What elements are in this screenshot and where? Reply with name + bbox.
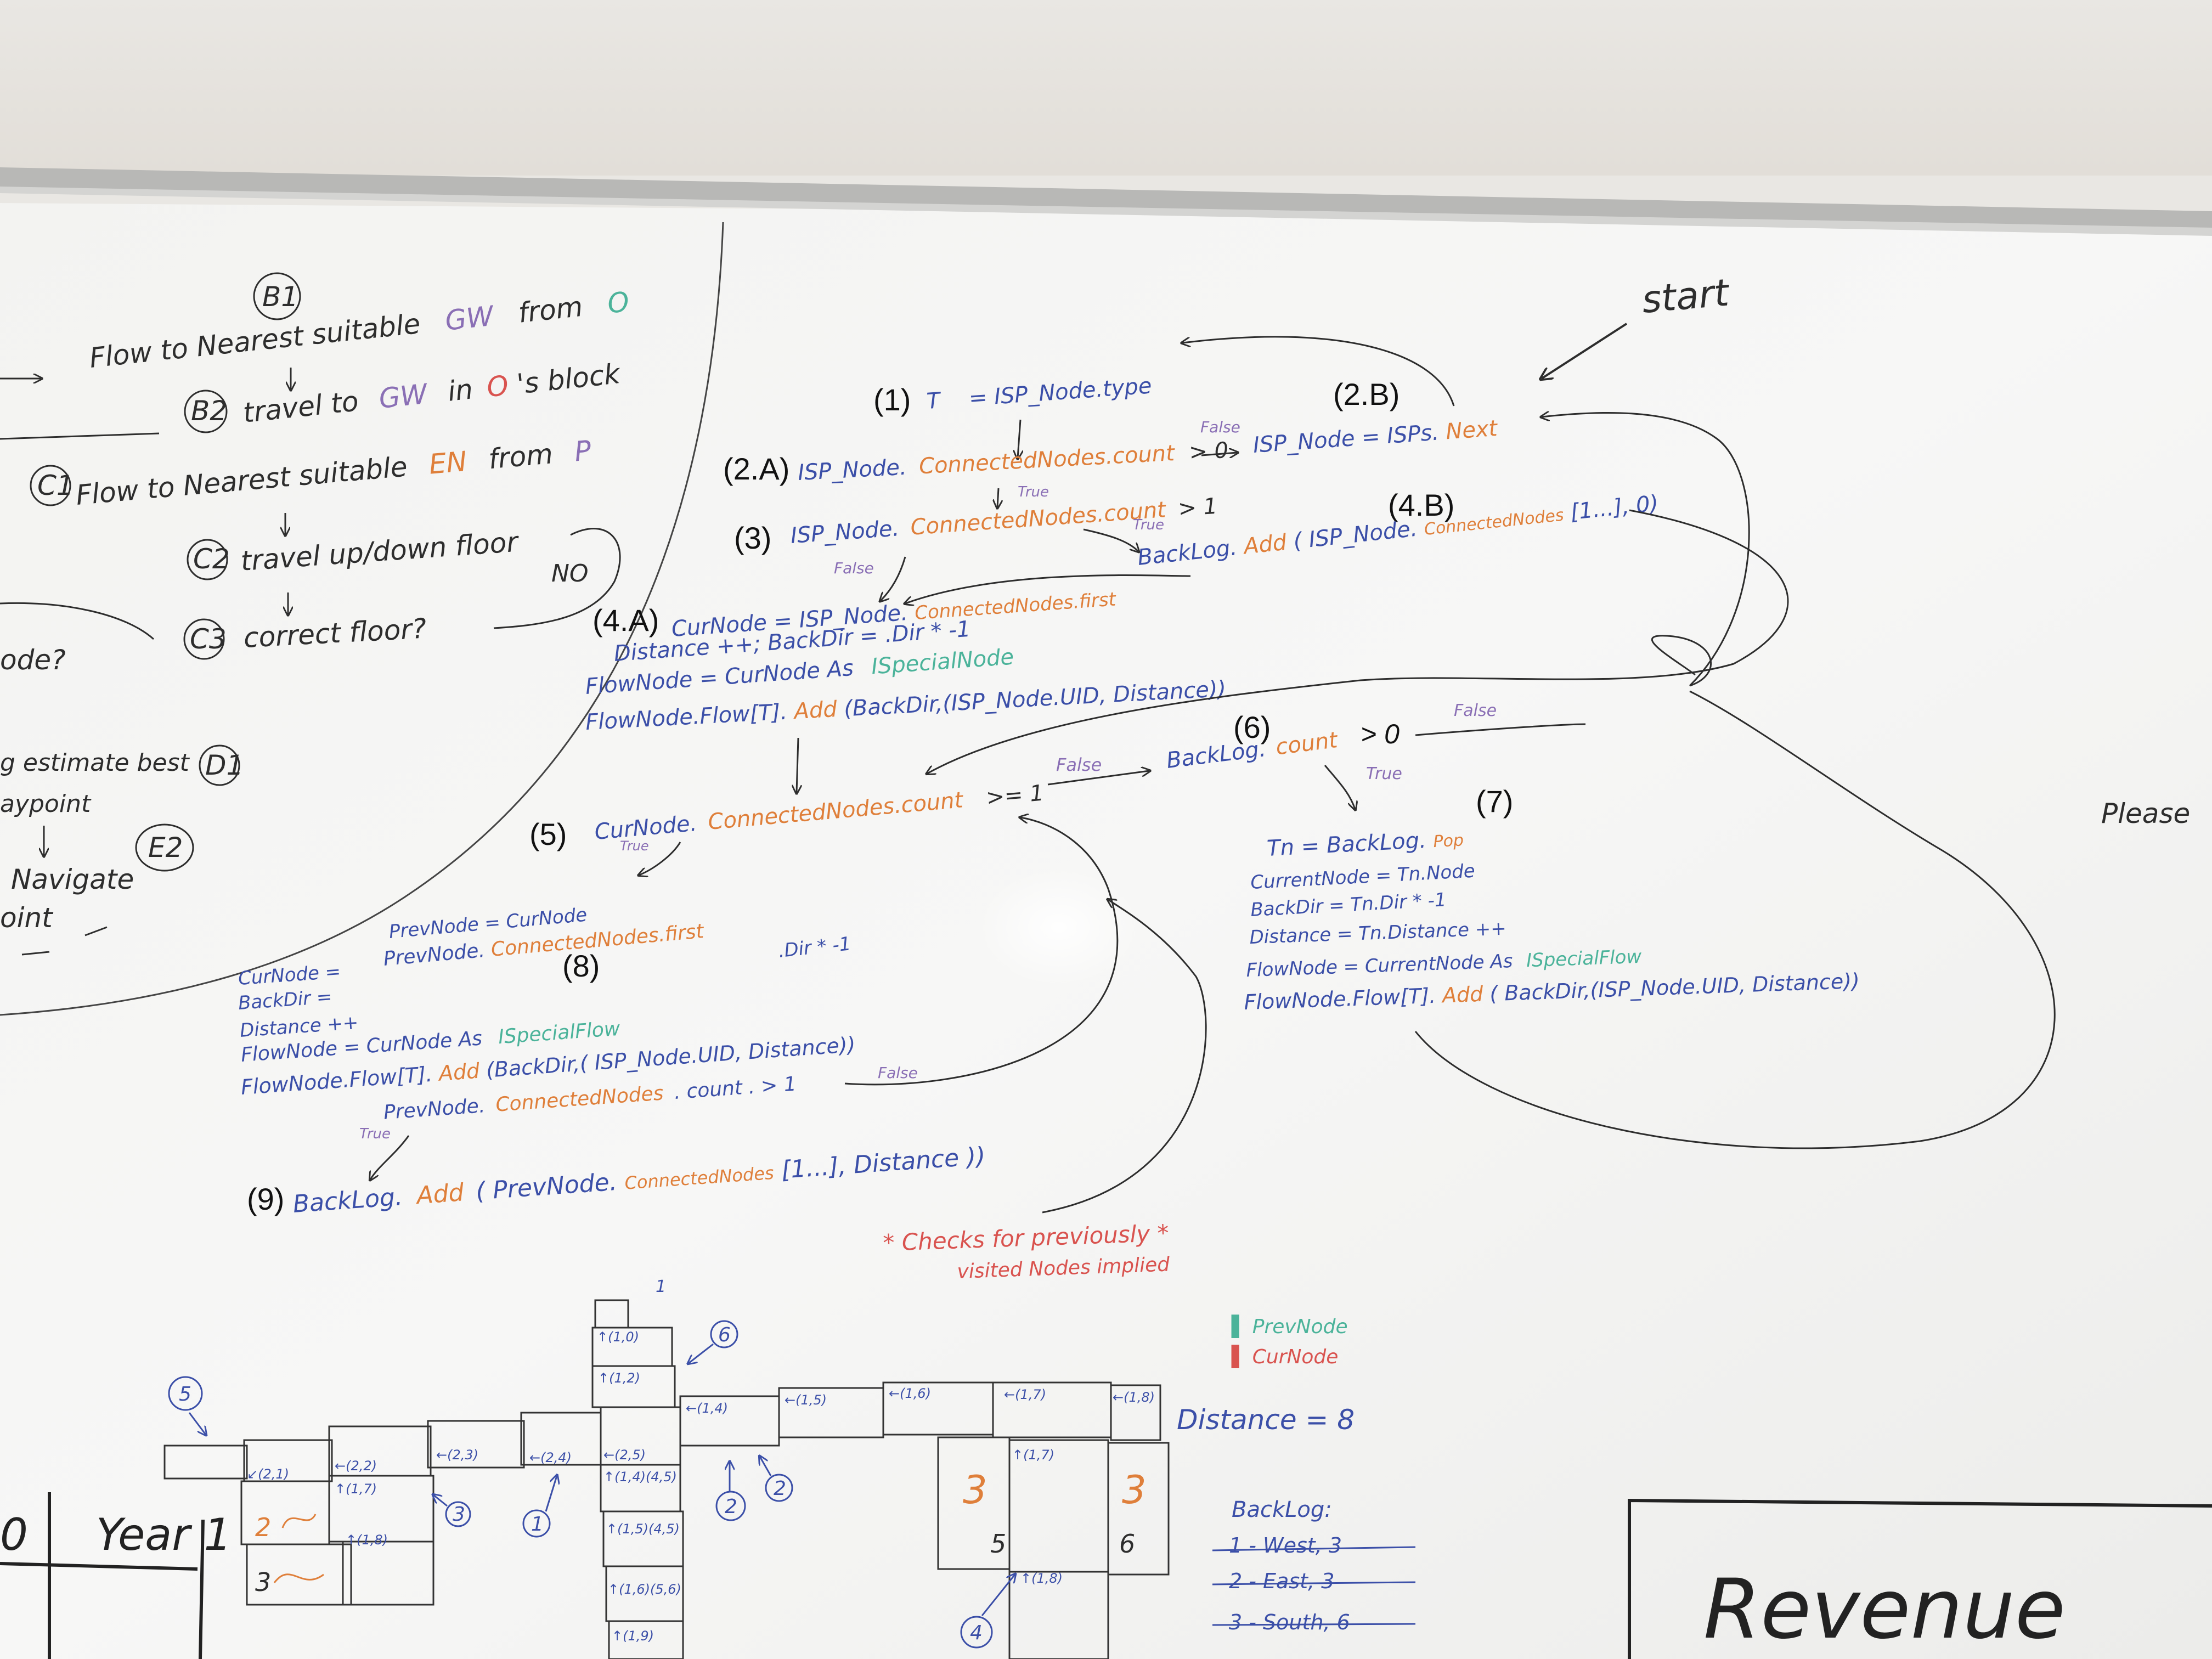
step-label-1: (1) — [873, 382, 911, 417]
step-label-3: (3) — [734, 521, 771, 555]
step-label-5: (5) — [529, 817, 567, 851]
grid-cell-10: ←(2,4) — [529, 1450, 572, 1465]
room-3: 3 — [963, 1468, 988, 1513]
grid-cell-3: ←(1,4) — [686, 1401, 728, 1416]
left-divider-curve — [0, 222, 724, 1016]
grid-cell-19: ↑(1,8) — [1020, 1571, 1063, 1586]
step-label-8: (8) — [562, 949, 600, 983]
grid-cell-6: ←(1,7) — [1004, 1387, 1046, 1402]
legend-curnode: ▌CurNode — [1231, 1345, 1338, 1368]
true-label-6: True — [1366, 764, 1402, 783]
step-label-9: (9) — [247, 1182, 284, 1216]
loop-arrow-2b-to-1 — [1182, 336, 1455, 407]
grid-cell-11: ←(2,2) — [335, 1458, 377, 1474]
grid-cell-18: ↑(1,7) — [1012, 1447, 1054, 1463]
label-d1: D1 — [205, 749, 244, 781]
grid-cell-17: ↑(1,6)(5,6) — [608, 1582, 681, 1597]
false-label-5: False — [1056, 754, 1102, 775]
grid-cell-2: ↑(1,2) — [598, 1370, 640, 1386]
circle-6: 6 — [718, 1324, 731, 1346]
backlog-item-1: 1 - West, 3 — [1229, 1533, 1342, 1558]
label-e2: E2 — [148, 832, 183, 864]
circle-3: 3 — [453, 1503, 465, 1526]
table-year-label: Year 1 — [96, 1509, 232, 1560]
table-zero: 0 — [0, 1509, 28, 1560]
legend-prevnode: ▌PrevNode — [1231, 1314, 1348, 1338]
label-b2: B2 — [191, 395, 227, 427]
step-label-2a: (2.A) — [723, 452, 789, 486]
room-6: 6 — [1119, 1529, 1135, 1559]
light-glare — [977, 867, 1141, 988]
step-label-4b: (4.B) — [1388, 488, 1454, 522]
grid-top-mark: 1 — [656, 1277, 666, 1296]
grid-cell-8: ←(2,3) — [436, 1447, 478, 1463]
false-label-8: False — [878, 1064, 918, 1082]
grid-cell-20: ↑(1,9) — [612, 1628, 654, 1644]
true-label-3: True — [1133, 517, 1164, 533]
true-label-2a: True — [1018, 484, 1049, 500]
note-point: oint — [0, 902, 54, 934]
please-note: Please — [2101, 798, 2190, 830]
step-label-2b: (2.B) — [1333, 377, 1400, 411]
circle-1: 1 — [531, 1513, 544, 1536]
false-label-3: False — [834, 559, 874, 577]
label-c2: C2 — [193, 543, 230, 575]
backlog-item-3: 3 - South, 6 — [1229, 1610, 1350, 1634]
note-waypoint: aypoint — [0, 790, 92, 818]
distance-readout: Distance = 8 — [1177, 1404, 1355, 1436]
circle-5: 5 — [179, 1383, 191, 1406]
false-label-2: False — [1200, 418, 1240, 436]
start-label: start — [1640, 271, 1732, 322]
circle-2: 2 — [725, 1496, 737, 1518]
grid-cell-1: ↑(1,0) — [597, 1329, 639, 1345]
grid-map — [163, 1299, 1170, 1659]
note-estimate-best: g estimate best — [0, 749, 190, 777]
year-table: 0 Year 1 — [0, 1492, 232, 1659]
true-label-8: True — [359, 1126, 391, 1142]
label-c3: C3 — [190, 623, 227, 655]
loop-arrow-4b-to-2b — [927, 509, 1789, 774]
note-node: ode? — [0, 644, 66, 676]
board-frame-top — [0, 167, 2212, 230]
code-step-6-compare: > 0 — [1361, 719, 1400, 749]
grid-cell-12: ↙(2,1) — [247, 1466, 289, 1482]
backlog-item-2: 2 - East, 3 — [1229, 1569, 1334, 1593]
backlog-title: BackLog: — [1232, 1497, 1332, 1522]
loop-arrow-7 — [1414, 690, 2056, 1149]
room-3b: 3 — [255, 1567, 271, 1597]
grid-cell-16: ↑(1,5)(4,5) — [606, 1521, 680, 1537]
revenue-title: Revenue — [1703, 1562, 2066, 1657]
label-c1: C1 — [37, 470, 74, 501]
step-label-7: (7) — [1476, 784, 1513, 819]
true-label-5: True — [620, 838, 649, 854]
step-label-6: (6) — [1233, 710, 1271, 744]
grid-cell-4: ←(1,5) — [785, 1392, 827, 1408]
false-label-6: False — [1454, 701, 1497, 720]
room-6-mark: 3 — [1122, 1468, 1147, 1513]
step-label-4a: (4.A) — [592, 603, 659, 637]
grid-cell-13: ↑(1,7) — [335, 1481, 377, 1497]
label-b1: B1 — [262, 281, 298, 313]
room-2: 2 — [255, 1513, 271, 1542]
grid-cell-5: ←(1,6) — [889, 1386, 931, 1401]
note-no: NO — [551, 560, 589, 588]
grid-cell-15: ↑(1,4)(4,5) — [603, 1469, 677, 1485]
grid-cell-9: ←(2,5) — [603, 1447, 646, 1463]
circle-2b: 2 — [774, 1477, 786, 1500]
wall — [0, 0, 2212, 176]
note-navigate: Navigate — [11, 864, 134, 895]
loop-arrow-8-false — [844, 817, 1119, 1086]
grid-cell-7: ←(1,8) — [1113, 1390, 1155, 1405]
revenue-box: Revenue — [1628, 1498, 2212, 1659]
grid-cell-14: ↑(1,8) — [346, 1532, 388, 1548]
circle-4: 4 — [970, 1622, 983, 1644]
loop-arrow-8-back — [1042, 900, 1207, 1214]
room-5: 5 — [990, 1529, 1006, 1559]
